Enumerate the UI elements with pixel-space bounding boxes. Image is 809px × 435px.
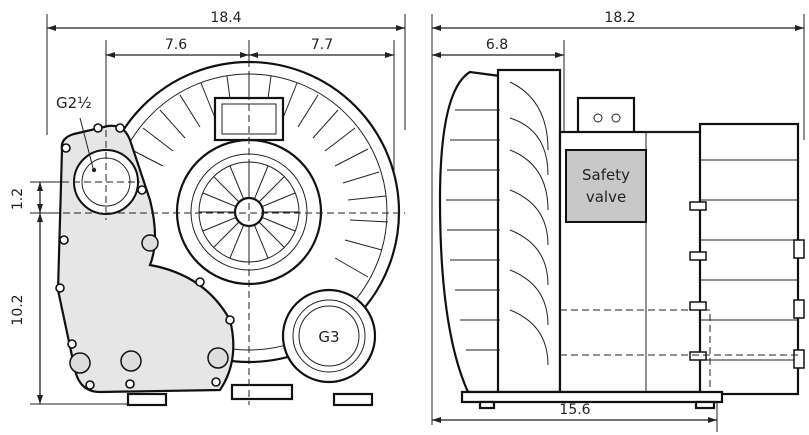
dim-label-18-2: 18.2 [604,10,635,26]
safety-valve-label-line1: Safety [582,166,630,184]
dim-overall-depth: 18.2 [431,10,805,425]
dim-label-18-4: 18.4 [210,10,241,26]
front-feet [126,383,374,407]
safety-valve: Safety valve [565,149,647,223]
side-view: 18.2 6.8 15.6 [431,10,805,432]
dim-front-depth: 6.8 [432,37,565,135]
safety-valve-label-line2: valve [586,188,626,206]
dim-label-1-2: 1.2 [10,188,26,210]
outlet-port: G3 [281,288,377,384]
inlet-port-label: G2½ [56,94,92,112]
dim-label-7-6: 7.6 [165,37,187,53]
dim-overall-width: 18.4 [46,10,406,135]
front-view: 18.4 7.6 7.7 1.2 10.2 [10,10,406,407]
dim-label-15-6: 15.6 [559,402,590,418]
side-housing [438,68,805,410]
center-lines [30,60,405,405]
dim-label-6-8: 6.8 [486,37,508,53]
dim-label-7-7: 7.7 [311,37,333,53]
outlet-port-label: G3 [318,328,339,346]
dim-label-10-2: 10.2 [10,294,26,325]
